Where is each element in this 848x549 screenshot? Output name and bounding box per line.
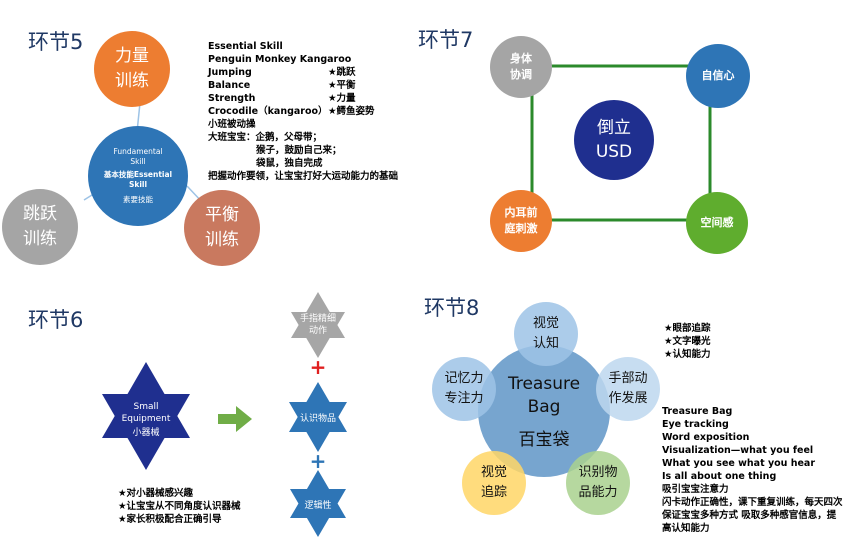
s8-note-8: 闪卡动作正确性，课下重复训练，每天四次 [662, 497, 843, 508]
s5-line-11: 把握动作要领，让宝宝打好大运动能力的基础 [208, 171, 399, 182]
small-equipment-cn-label: 小器械 [132, 428, 160, 438]
s5-line-4: Balance [208, 80, 251, 91]
jump-training-circle: 跳跃 训练 [2, 189, 78, 265]
visual-cognition-label: 视觉 认知 [532, 316, 559, 351]
s8-star-2: ★文字曝光 [664, 336, 711, 347]
treasure-bag-cn-label: 百宝袋 [518, 429, 570, 450]
object-recognition-star [289, 382, 347, 452]
treasure-bag-en-label: Treasure Bag [507, 373, 581, 417]
s8-note-5: What you see what you hear [662, 458, 816, 469]
section5-heading: 环节5 [28, 30, 84, 54]
logic-star [290, 470, 346, 537]
s6-note-3: ★家长积极配合正确引导 [118, 514, 222, 525]
object-recognition-label: 认识物品 [299, 414, 336, 424]
spatial-sense-circle: 空间感 [686, 192, 748, 254]
body-coordination-label: 身体 协调 [510, 52, 532, 81]
balance-training-label: 平衡 训练 [205, 205, 239, 250]
s6-note-2: ★让宝宝从不同角度认识器械 [118, 501, 241, 512]
core-skill-label: 素要技能 [123, 195, 153, 204]
visual-tracking-circle: 视觉 追踪 [462, 451, 526, 515]
fundamental-skill-circle: Fundamental Skill 基本技能Essential Skill 素要… [88, 126, 188, 226]
object-identification-label: 识别物 品能力 [578, 465, 618, 500]
memory-focus-circle: 记忆力 专注力 [432, 357, 496, 421]
logic-label: 逻辑性 [304, 501, 332, 511]
hand-motor-circle: 手部动 作发展 [596, 357, 660, 421]
vestibular-label: 内耳前 庭刺激 [504, 206, 538, 235]
spatial-sense-label: 空间感 [700, 216, 734, 229]
s8-star-1: ★眼部追踪 [664, 323, 711, 334]
jump-training-label: 跳跃 训练 [23, 204, 57, 249]
memory-focus-label: 记忆力 专注力 [444, 371, 484, 406]
section8-heading: 环节8 [424, 296, 480, 320]
fine-motor-label: 手指精细 动作 [299, 314, 336, 336]
s5-line-10: 袋鼠，独自完成 [256, 158, 323, 169]
s8-note-7: 吸引宝宝注意力 [662, 484, 729, 495]
s5-star-2: ★平衡 [328, 80, 356, 91]
confidence-label: 自信心 [701, 69, 735, 82]
section6-heading: 环节6 [28, 308, 84, 332]
s5-line-8: 大班宝宝：企鹅，父母带； [208, 132, 323, 143]
strength-training-label: 力量 训练 [115, 46, 149, 91]
s6-note-1: ★对小器械感兴趣 [118, 488, 194, 499]
s5-line-3: Jumping [208, 67, 252, 78]
s8-note-3: Word exposition [662, 432, 750, 443]
body-coordination-circle: 身体 协调 [490, 36, 552, 98]
s8-star-3: ★认知能力 [664, 349, 711, 360]
essential-skill-label: 基本技能Essential Skill [103, 170, 173, 189]
strength-training-circle: 力量 训练 [94, 31, 170, 107]
s8-note-9: 保证宝宝多种方式 吸取多种感官信息，提 [662, 510, 837, 521]
s5-line-7: 小班被动操 [208, 119, 256, 130]
hand-motor-label: 手部动 作发展 [608, 371, 648, 406]
object-identification-circle: 识别物 品能力 [566, 451, 630, 515]
s5-star-1: ★跳跃 [328, 67, 356, 78]
confidence-circle: 自信心 [686, 44, 750, 108]
fine-motor-star [291, 292, 345, 358]
plus-icon: + [309, 449, 327, 473]
s5-line-2: Penguin Monkey Kangaroo [208, 54, 352, 65]
visual-cognition-circle: 视觉 认知 [514, 302, 578, 366]
s5-star-4: ★鳄鱼姿势 [328, 106, 375, 117]
plus-icon: + [309, 355, 327, 379]
s5-star-3: ★力量 [328, 93, 356, 104]
s8-note-10: 高认知能力 [662, 523, 710, 534]
small-equipment-star [102, 362, 190, 470]
section7-heading: 环节7 [418, 28, 474, 52]
vestibular-circle: 内耳前 庭刺激 [490, 190, 552, 252]
visual-tracking-label: 视觉 追踪 [480, 465, 507, 500]
s8-note-2: Eye tracking [662, 419, 729, 430]
s8-note-1: Treasure Bag [662, 406, 733, 417]
s5-line-6: Crocodile（kangaroo） [208, 106, 328, 117]
s5-line-9: 猴子，鼓励自己来； [256, 145, 342, 156]
s5-line-5: Strength [208, 93, 256, 104]
fundamental-skill-label: Fundamental Skill [113, 147, 163, 166]
right-arrow [218, 406, 252, 432]
balance-training-circle: 平衡 训练 [184, 190, 260, 266]
s8-note-6: Is all about one thing [662, 471, 777, 482]
handstand-usd-circle: 倒立 USD [574, 100, 654, 180]
handstand-usd-label: 倒立 USD [595, 118, 633, 162]
s5-line-1: Essential Skill [208, 41, 283, 52]
small-equipment-en-label: Small Equipment [121, 402, 171, 424]
s8-note-4: Visualization—what you feel [662, 445, 814, 456]
